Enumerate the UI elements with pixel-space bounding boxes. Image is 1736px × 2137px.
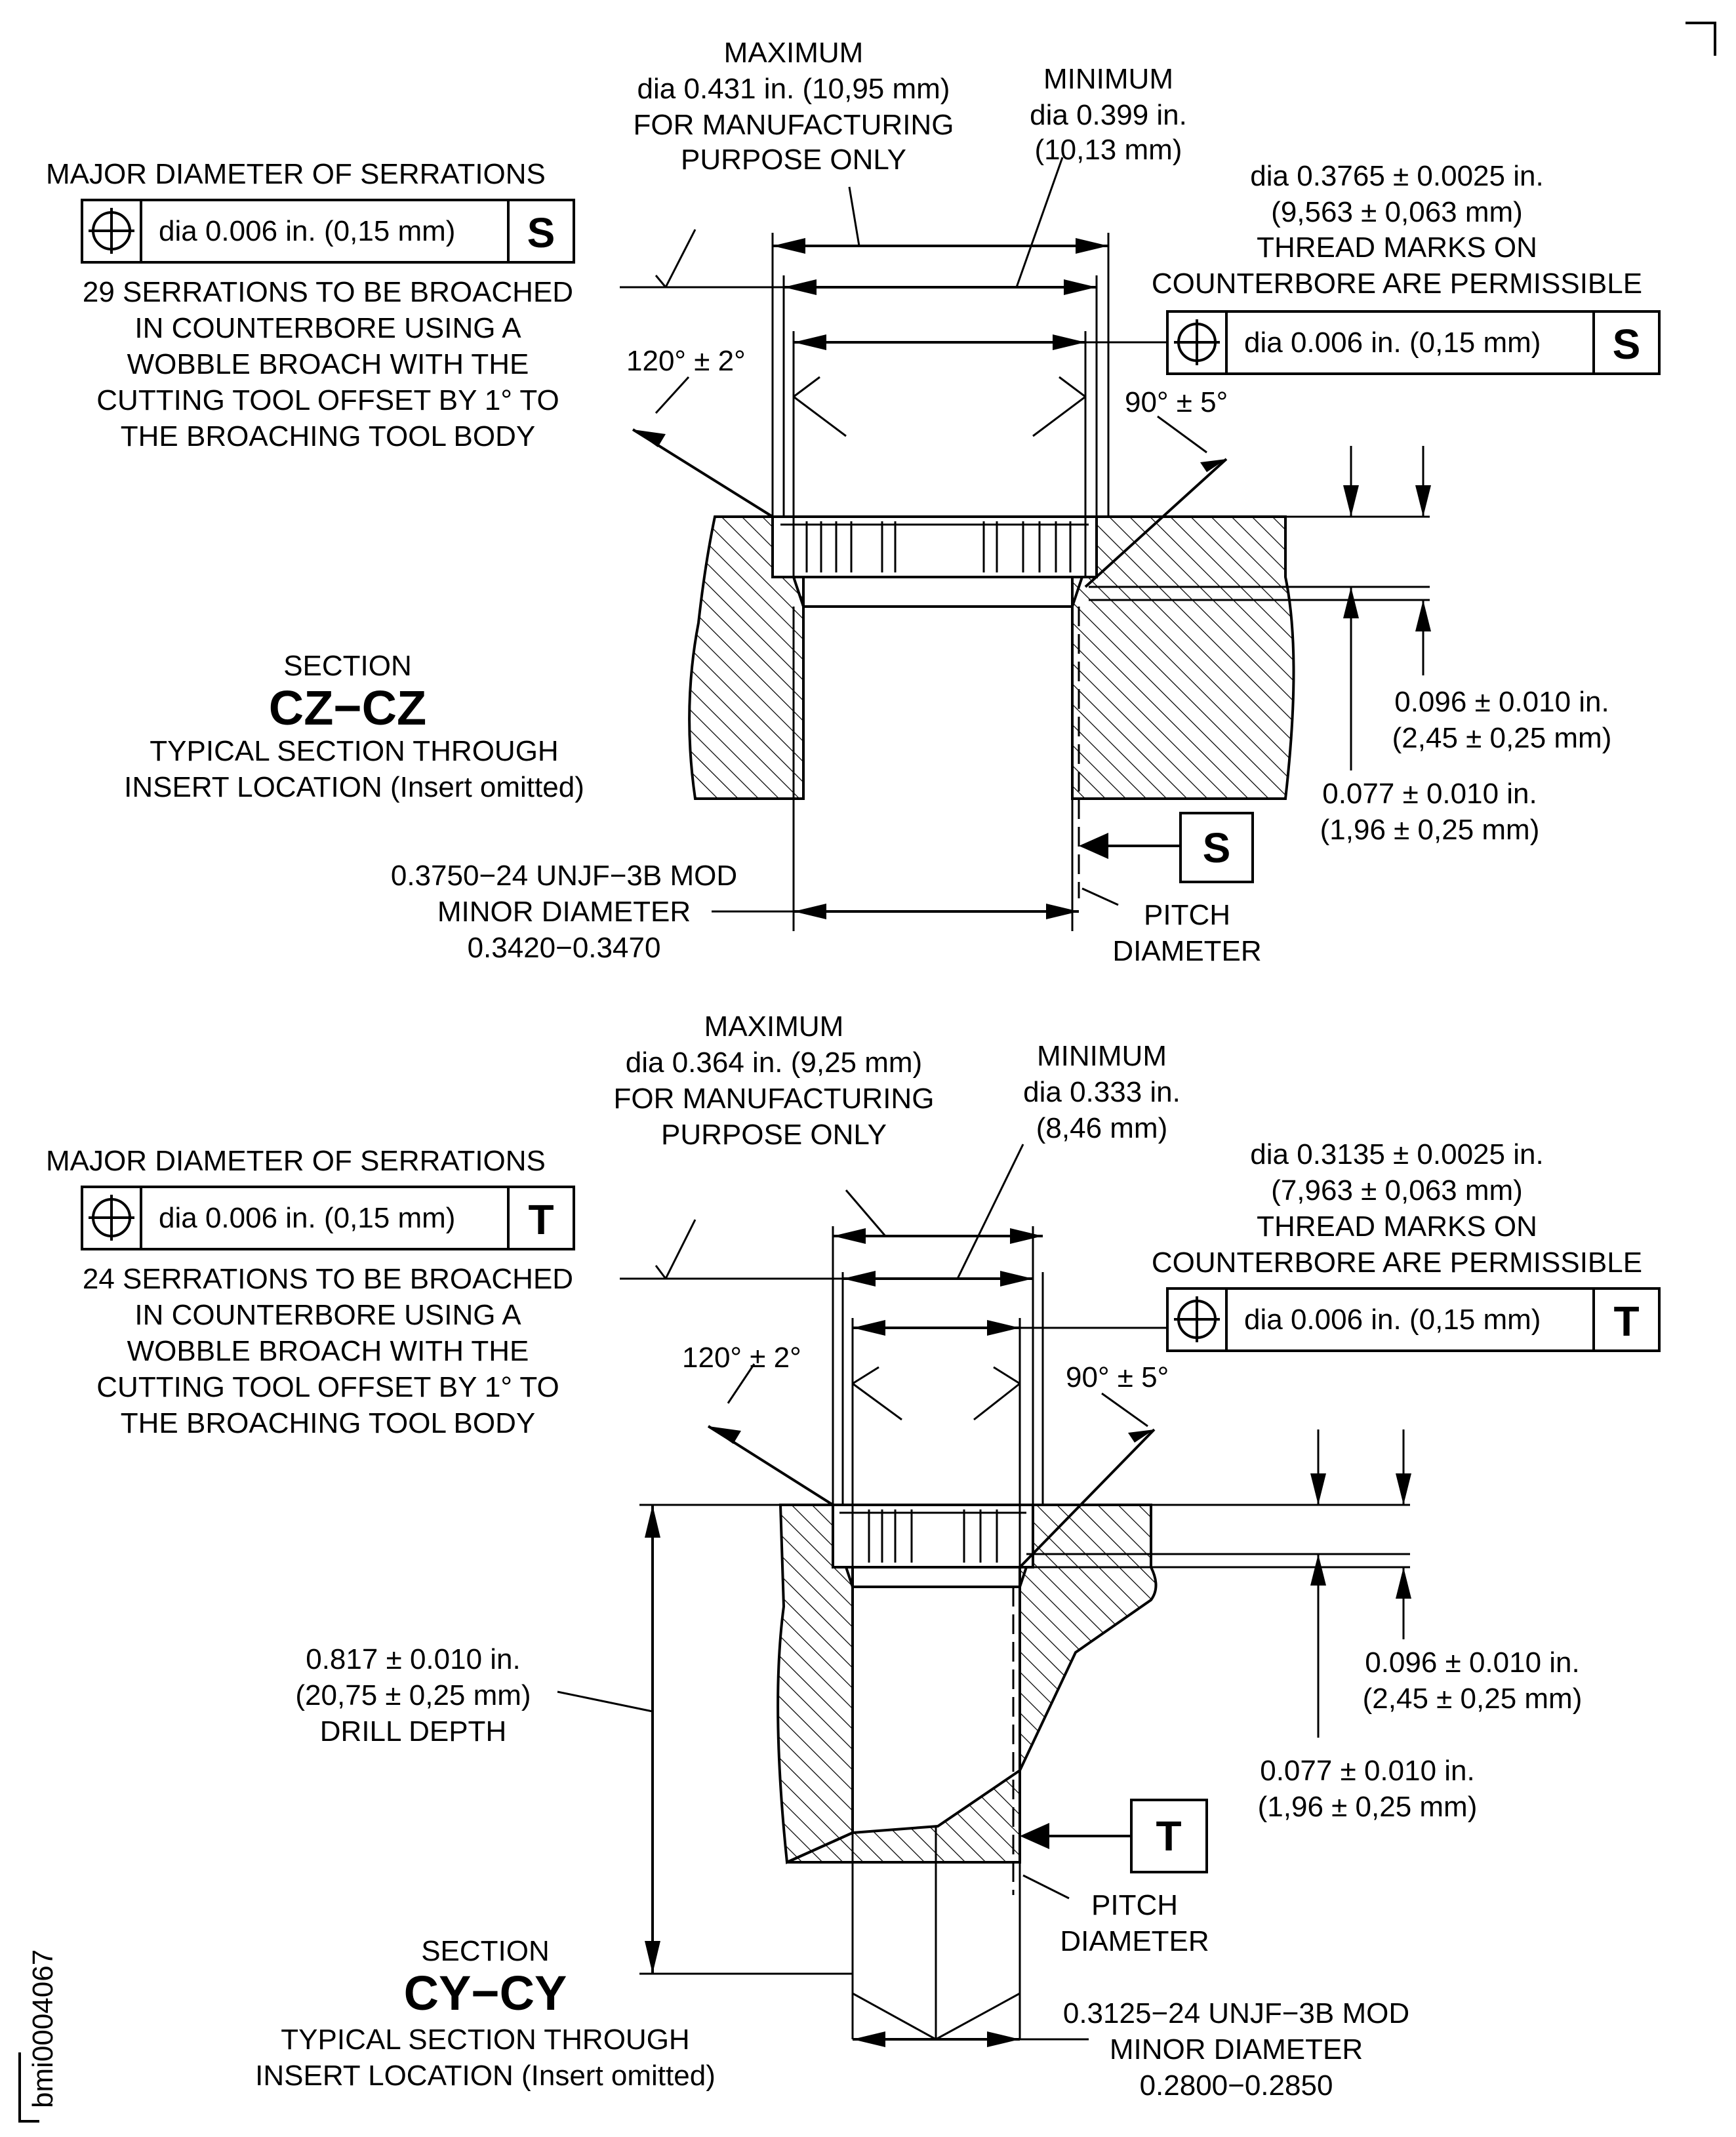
angle-120: 120° ± 2° — [626, 345, 746, 377]
angle-90: 90° ± 5° — [1066, 1361, 1169, 1393]
section-desc-1: TYPICAL SECTION THROUGH — [281, 2024, 689, 2056]
fcf-right-top: dia 0.006 in. (0,15 mm) S — [1166, 310, 1661, 375]
counterbore-dia: dia 0.3765 ± 0.0025 in. — [1250, 160, 1543, 192]
angle-120: 120° ± 2° — [682, 1342, 801, 1374]
maximum-purpose: FOR MANUFACTURING — [614, 1083, 935, 1115]
pitch-label-2: DIAMETER — [1060, 1925, 1209, 1957]
maximum-label: MAXIMUM — [704, 1010, 844, 1043]
pitch-label: PITCH — [1091, 1889, 1178, 1921]
maximum-purpose-2: PURPOSE ONLY — [681, 144, 906, 176]
thread-spec-1: 0.3125−24 UNJF−3B MOD — [1063, 1997, 1409, 2029]
major-diameter-label: MAJOR DIAMETER OF SERRATIONS — [46, 158, 546, 190]
counterbore-dia: dia 0.3135 ± 0.0025 in. — [1250, 1138, 1543, 1170]
serrations-note-4: CUTTING TOOL OFFSET BY 1° TO — [96, 384, 559, 416]
datum-box-t: T — [1156, 1812, 1181, 1860]
part-body-right — [1071, 515, 1295, 800]
fcf-left-top: dia 0.006 in. (0,15 mm) S — [81, 199, 575, 264]
pitch-label: PITCH — [1144, 899, 1230, 931]
fcf-datum: S — [527, 209, 555, 256]
depth-096-in: 0.096 ± 0.010 in. — [1394, 686, 1609, 718]
fcf-right-bottom: dia 0.006 in. (0,15 mm) T — [1166, 1287, 1661, 1352]
fcf-left-bottom: dia 0.006 in. (0,15 mm) T — [81, 1186, 575, 1250]
fcf-tolerance: dia 0.006 in. (0,15 mm) — [159, 1202, 455, 1234]
minimum-label: MINIMUM — [1037, 1040, 1167, 1072]
part-body-left — [688, 515, 805, 800]
depth-096-in: 0.096 ± 0.010 in. — [1365, 1647, 1580, 1679]
fcf-tolerance: dia 0.006 in. (0,15 mm) — [1244, 1304, 1541, 1336]
corner-mark — [1686, 22, 1716, 56]
section-desc-1: TYPICAL SECTION THROUGH — [150, 735, 558, 767]
maximum-dia: dia 0.364 in. (9,25 mm) — [626, 1047, 922, 1079]
figure-id: bmi0004067 — [27, 1949, 59, 2108]
section-desc-2: INSERT LOCATION (Insert omitted) — [124, 771, 584, 803]
serrations-note-1: 24 SERRATIONS TO BE BROACHED — [83, 1263, 573, 1295]
dim-lines — [620, 157, 1431, 919]
serrations-note-3: WOBBLE BROACH WITH THE — [127, 348, 529, 380]
fcf-datum: T — [1613, 1298, 1639, 1345]
fcf-tolerance: dia 0.006 in. (0,15 mm) — [159, 215, 455, 247]
maximum-dia: dia 0.431 in. (10,95 mm) — [637, 73, 950, 105]
minimum-dia: dia 0.333 in. — [1023, 1076, 1181, 1108]
serrations-note-4: CUTTING TOOL OFFSET BY 1° TO — [96, 1371, 559, 1403]
datum-box-s: S — [1203, 824, 1231, 871]
counterbore-mm: (7,963 ± 0,063 mm) — [1271, 1174, 1523, 1207]
fcf-tolerance: dia 0.006 in. (0,15 mm) — [1244, 327, 1541, 359]
thread-spec-3: 0.2800−0.2850 — [1140, 2069, 1333, 2102]
maximum-purpose: FOR MANUFACTURING — [634, 109, 954, 141]
serrations-note-2: IN COUNTERBORE USING A — [134, 1299, 521, 1331]
section-cz-cz: dia 0.006 in. (0,15 mm) S dia 0.006 in. … — [46, 37, 1661, 967]
serrations-note-2: IN COUNTERBORE USING A — [134, 312, 521, 344]
thread-spec-3: 0.3420−0.3470 — [468, 932, 661, 964]
depth-096-mm: (2,45 ± 0,25 mm) — [1363, 1683, 1583, 1715]
counterbore-note-1: THREAD MARKS ON — [1257, 1210, 1537, 1243]
counterbore-mm: (9,563 ± 0,063 mm) — [1271, 196, 1523, 228]
drill-depth-label: DRILL DEPTH — [320, 1715, 506, 1748]
drill-depth-in: 0.817 ± 0.010 in. — [306, 1643, 521, 1675]
drill-depth-mm: (20,75 ± 0,25 mm) — [295, 1679, 531, 1711]
serrations — [771, 515, 1098, 578]
section-desc-2: INSERT LOCATION (Insert omitted) — [255, 2060, 716, 2092]
depth-077-in: 0.077 ± 0.010 in. — [1260, 1755, 1475, 1787]
pitch-label-2: DIAMETER — [1112, 935, 1261, 967]
serrations-note-3: WOBBLE BROACH WITH THE — [127, 1335, 529, 1367]
section-cy-cy: dia 0.006 in. (0,15 mm) T dia 0.006 in. … — [46, 1010, 1661, 2102]
counterbore-note-2: COUNTERBORE ARE PERMISSIBLE — [1152, 268, 1642, 300]
section-name: CY−CY — [404, 1966, 567, 2020]
section-word: SECTION — [421, 1935, 550, 1967]
major-diameter-label: MAJOR DIAMETER OF SERRATIONS — [46, 1145, 546, 1177]
counterbore-note-2: COUNTERBORE ARE PERMISSIBLE — [1152, 1247, 1642, 1279]
fcf-datum: S — [1613, 321, 1641, 368]
serrations-note-5: THE BROACHING TOOL BODY — [121, 1407, 535, 1439]
dim-lines — [557, 1144, 1411, 2047]
depth-077-mm: (1,96 ± 0,25 mm) — [1320, 814, 1540, 846]
serrations-note-5: THE BROACHING TOOL BODY — [121, 420, 535, 452]
thread-spec-2: MINOR DIAMETER — [1110, 2033, 1363, 2066]
section-word: SECTION — [283, 650, 412, 682]
serrations-note-1: 29 SERRATIONS TO BE BROACHED — [83, 276, 573, 308]
section-name: CZ−CZ — [269, 681, 427, 735]
minimum-dia: dia 0.399 in. — [1030, 99, 1187, 131]
thread-spec-1: 0.3750−24 UNJF−3B MOD — [391, 860, 737, 892]
maximum-purpose-2: PURPOSE ONLY — [661, 1119, 887, 1151]
minimum-mm: (10,13 mm) — [1035, 134, 1182, 166]
depth-077-mm: (1,96 ± 0,25 mm) — [1258, 1791, 1478, 1823]
fcf-datum: T — [528, 1196, 554, 1243]
depth-077-in: 0.077 ± 0.010 in. — [1322, 778, 1537, 810]
angle-90: 90° ± 5° — [1125, 386, 1228, 418]
depth-096-mm: (2,45 ± 0,25 mm) — [1392, 722, 1612, 754]
maximum-label: MAXIMUM — [724, 37, 864, 69]
counterbore-note-1: THREAD MARKS ON — [1257, 231, 1537, 264]
minimum-mm: (8,46 mm) — [1036, 1112, 1167, 1144]
thread-spec-2: MINOR DIAMETER — [437, 896, 691, 928]
minimum-label: MINIMUM — [1043, 63, 1173, 95]
